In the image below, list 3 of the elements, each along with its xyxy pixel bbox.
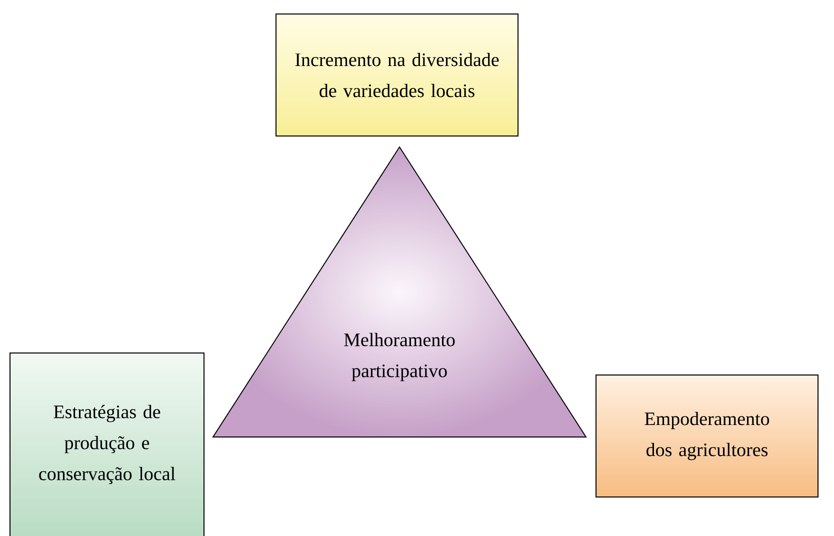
text-box: Incremento na diversidade de variedades locais [276,14,518,136]
text-box: Estratégias de produção e conservação local [10,352,204,536]
text-box: Empoderamento dos agricultores [596,374,818,498]
